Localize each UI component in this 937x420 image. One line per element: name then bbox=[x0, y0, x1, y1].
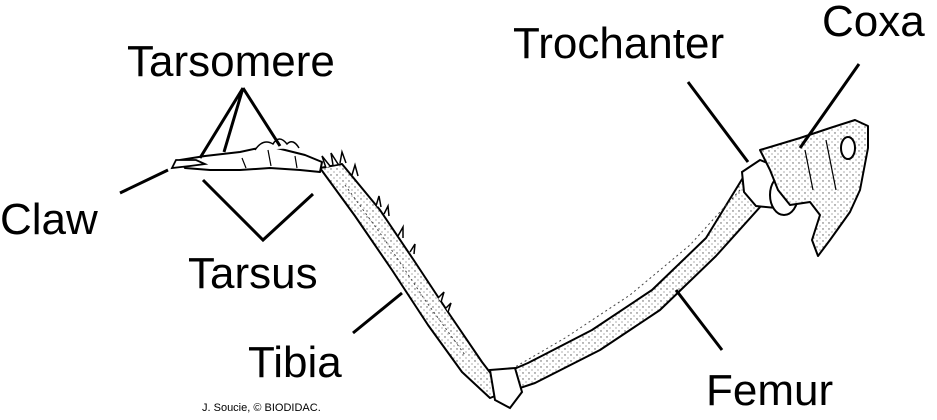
coxa-leader bbox=[798, 63, 861, 149]
tibia-label: Tibia bbox=[248, 338, 342, 387]
tibia-leader bbox=[352, 291, 403, 335]
credit-text: J. Soucie, © BIODIDAC. bbox=[202, 402, 321, 414]
tarsus-segment bbox=[179, 138, 323, 173]
claw-segment bbox=[170, 159, 209, 170]
coxa-label: Coxa bbox=[822, 0, 925, 46]
trochanter-label: Trochanter bbox=[513, 19, 725, 68]
coxa-segment bbox=[759, 119, 869, 257]
leader-lines bbox=[119, 63, 861, 351]
femur-leader bbox=[674, 289, 724, 351]
femur-label: Femur bbox=[706, 366, 834, 415]
trochanter-leader bbox=[686, 81, 750, 163]
tarsus-label: Tarsus bbox=[188, 249, 318, 298]
knee-joint bbox=[488, 366, 524, 410]
claw-leader bbox=[119, 168, 169, 195]
tarsomere-label: Tarsomere bbox=[127, 37, 335, 86]
claw-label: Claw bbox=[0, 195, 98, 244]
tibia-segment bbox=[319, 149, 506, 399]
femur-segment bbox=[499, 175, 771, 394]
tarsomere-leader bbox=[198, 87, 282, 159]
tarsus-leader bbox=[201, 178, 315, 243]
